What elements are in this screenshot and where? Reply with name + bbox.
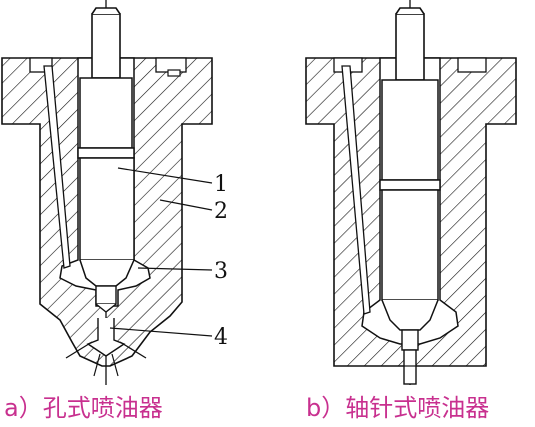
hole-injector: 1 2 3 4 bbox=[1, 0, 228, 385]
pintle-injector bbox=[305, 0, 517, 385]
needle-stem-b bbox=[395, 13, 425, 81]
callout-1: 1 bbox=[214, 172, 228, 197]
pintle-b bbox=[401, 329, 419, 351]
callout-3: 3 bbox=[214, 259, 228, 284]
needle-body-b bbox=[381, 189, 439, 301]
caption-hole-injector: a）孔式喷油器 bbox=[4, 394, 163, 422]
callout-4: 4 bbox=[214, 325, 228, 350]
fuel-passage-b bbox=[341, 65, 371, 315]
fuel-passage-a bbox=[43, 65, 71, 269]
callout-2: 2 bbox=[214, 199, 228, 224]
caption-pintle-injector: b）轴针式喷油器 bbox=[306, 394, 490, 422]
needle-body-a bbox=[79, 157, 135, 261]
needle-stem-a bbox=[91, 13, 121, 79]
